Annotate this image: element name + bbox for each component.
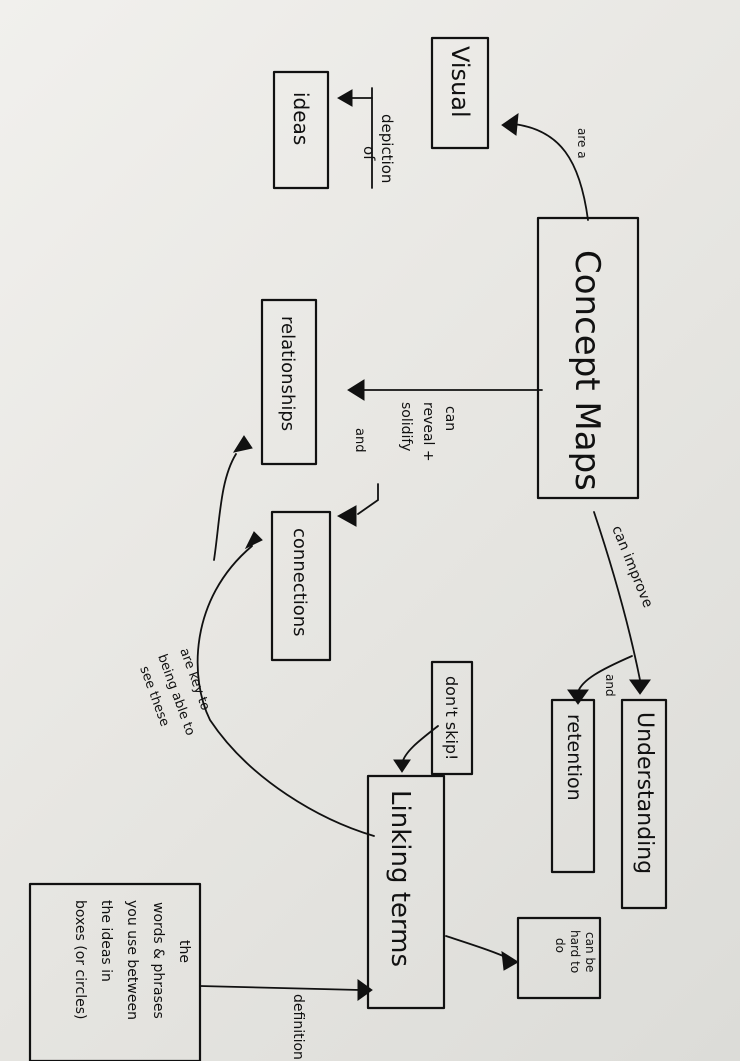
- definition-note-line4: the ideas in: [98, 900, 114, 982]
- node-retention-box: [550, 698, 596, 874]
- edge-label-definition: definition: [290, 994, 306, 1060]
- node-ideas: ideas: [289, 92, 313, 145]
- edge-label-solidify: solidify: [398, 402, 414, 451]
- arrowhead-retention: [567, 689, 589, 705]
- arrowhead-understanding: [629, 679, 651, 695]
- edge-concept-maps-to-visual: [513, 123, 589, 221]
- node-understanding-box: [620, 698, 668, 910]
- node-connections-box: [270, 510, 332, 662]
- node-dont-skip-box: [430, 660, 474, 776]
- arrowhead-relationships: [347, 379, 365, 401]
- node-retention: retention: [563, 714, 585, 801]
- node-connections: connections: [289, 528, 310, 637]
- node-concept-maps: Concept Maps: [567, 250, 607, 491]
- node-definition-note-box: [28, 882, 202, 1061]
- definition-note-line3: you use between: [124, 900, 140, 1020]
- node-can-be-hard-line1: can be: [583, 932, 597, 972]
- node-linking-terms: Linking terms: [385, 790, 415, 967]
- edge-to-connections: [357, 483, 379, 515]
- edge-to-relationships: [213, 453, 237, 561]
- node-ideas-box: [272, 70, 330, 190]
- edge-label-can: can: [442, 406, 458, 431]
- edge-to-retention: [577, 655, 633, 693]
- arrowhead-connections: [336, 505, 357, 527]
- node-dont-skip: don't skip!: [442, 676, 461, 760]
- arrowhead-connections-2: [244, 531, 263, 550]
- edge-label-of: of: [360, 146, 378, 161]
- definition-note-line5: boxes (or circles): [72, 900, 88, 1019]
- edge-label-can-improve: can improve: [608, 524, 655, 611]
- node-linking-terms-box: [366, 774, 446, 1010]
- edge-label-reveal: reveal +: [420, 402, 436, 462]
- arrowhead-linking-terms: [393, 759, 411, 773]
- node-relationships: relationships: [277, 316, 298, 431]
- node-can-be-hard-line3: do: [553, 938, 567, 953]
- arrowhead-linking-terms-2: [357, 979, 373, 1001]
- edge-linking-to-connections: [196, 545, 375, 837]
- arrowhead-relationships-2: [232, 435, 253, 453]
- node-can-be-hard-line2: hard to: [568, 930, 582, 973]
- node-understanding: Understanding: [632, 712, 657, 874]
- arrowhead-visual: [501, 112, 519, 136]
- edge-label-are-a: are a: [575, 128, 589, 159]
- edge-label-and-1: and: [352, 428, 367, 452]
- arrowhead-ideas: [336, 89, 353, 107]
- edge-definition: [199, 985, 361, 991]
- node-visual: Visual: [446, 46, 474, 118]
- edge-concept-maps-to-understanding: [593, 511, 641, 681]
- node-relationships-box: [260, 298, 318, 466]
- definition-note-line2: words & phrases: [150, 902, 166, 1019]
- arrowhead-can-be-hard: [501, 951, 519, 971]
- definition-note-line1: the: [176, 940, 192, 963]
- edge-label-and-2: and: [603, 674, 617, 697]
- node-visual-box: [430, 36, 490, 150]
- node-can-be-hard-box: [516, 916, 602, 1000]
- edge-label-depiction: depiction: [378, 114, 396, 183]
